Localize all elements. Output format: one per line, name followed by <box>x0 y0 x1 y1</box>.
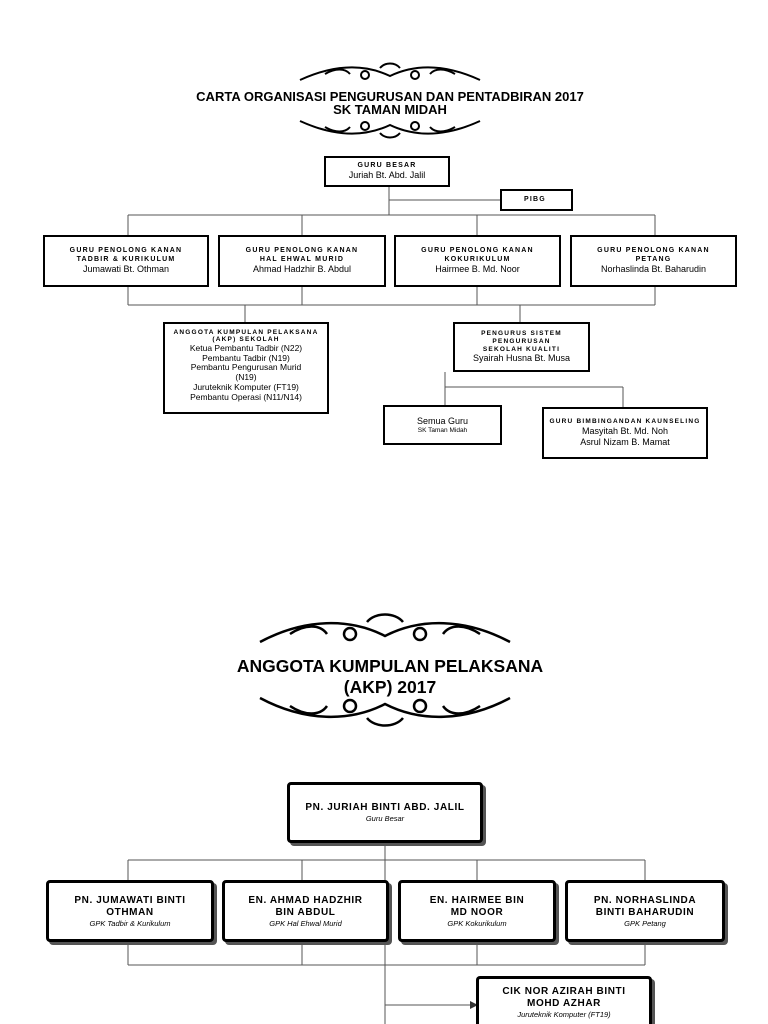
ornament-bottom-2 <box>259 696 511 727</box>
gpk-subtitle: TADBIR & KURIKULUM <box>76 255 176 263</box>
ornament-top-1 <box>299 62 481 81</box>
gpk-title: GURU PENOLONG KANAN <box>421 247 534 255</box>
juruteknik-role: Juruteknik Komputer (FT19) <box>517 1010 611 1019</box>
kaunseling-box: GURU BIMBINGANDAN KAUNSELING Masyitah Bt… <box>542 407 708 459</box>
chart1-subtitle: SK TAMAN MIDAH <box>333 102 447 117</box>
gpk2-role: GPK Kokurikulum <box>447 918 507 928</box>
kaunseling-title: GURU BIMBINGANDAN KAUNSELING <box>549 418 701 426</box>
gpk-subtitle: KOKURIKULUM <box>444 255 511 263</box>
gpk2-box-hem: EN. AHMAD HADZHIR BIN ABDUL GPK Hal Ehwa… <box>222 880 389 942</box>
gb-role: Guru Besar <box>365 814 405 823</box>
gpk2-box-tadbir: PN. JUMAWATI BINTI OTHMAN GPK Tadbir & K… <box>46 880 214 942</box>
ornament-bottom-1 <box>299 120 481 139</box>
guru-besar-name: Juriah Bt. Abd. Jalil <box>348 170 426 181</box>
semua-guru-label: Semua Guru <box>416 415 469 426</box>
semua-guru-sub: SK Taman Midah <box>417 426 468 434</box>
akp-box: ANGGOTA KUMPULAN PELAKSANA (AKP) SEKOLAH… <box>163 322 329 414</box>
chart1-title: CARTA ORGANISASI PENGURUSAN DAN PENTADBI… <box>196 89 584 104</box>
chart2-subtitle: (AKP) 2017 <box>343 677 437 697</box>
gpk-box-tadbir: GURU PENOLONG KANAN TADBIR & KURIKULUM J… <box>43 235 209 287</box>
gpk-subtitle: HAL EHWAL MURID <box>259 255 345 263</box>
gpk2-role: GPK Tadbir & Kurikulum <box>89 918 171 928</box>
chart2-title: ANGGOTA KUMPULAN PELAKSANA <box>236 656 544 676</box>
gpk-box-kokurikulum: GURU PENOLONG KANAN KOKURIKULUM Hairmee … <box>394 235 561 287</box>
akp-subtitle: (AKP) SEKOLAH <box>212 336 280 344</box>
ornament-top-2 <box>259 613 511 644</box>
juruteknik-name: CIK NOR AZIRAH BINTI <box>502 986 626 997</box>
akp-member: Ketua Pembantu Tadbir (N22) <box>189 342 303 353</box>
gpk2-name: BINTI BAHARUDIN <box>595 906 695 918</box>
gpk2-name: BIN ABDUL <box>275 906 336 918</box>
gpk2-name: EN. AHMAD HADZHIR <box>248 894 363 906</box>
akp-member: Pembantu Tadbir (N19) <box>202 352 290 363</box>
gpk2-name: PN. JUMAWATI BINTI <box>74 894 186 906</box>
akp-member: Juruteknik Komputer (FT19) <box>193 382 299 392</box>
guru-besar-box: GURU BESAR Juriah Bt. Abd. Jalil <box>324 156 450 187</box>
gpk-box-petang: GURU PENOLONG KANAN PETANG Norhaslinda B… <box>570 235 737 287</box>
juruteknik-name: MOHD AZHAR <box>527 998 601 1009</box>
kaunseling-name: Masyitah Bt. Md. Noh <box>581 426 669 437</box>
gpk-title: GURU PENOLONG KANAN <box>597 247 710 255</box>
gpk2-box-petang: PN. NORHASLINDA BINTI BAHARUDIN GPK Peta… <box>565 880 725 942</box>
sspk-box: PENGURUS SISTEM PENGURUSAN SEKOLAH KUALI… <box>453 322 590 372</box>
gpk-name: Hairmee B. Md. Noor <box>435 263 520 274</box>
pibg-label: PIBG <box>524 195 546 203</box>
sspk-title: PENGURUS SISTEM PENGURUSAN <box>481 329 562 345</box>
gpk-box-hem: GURU PENOLONG KANAN HAL EHWAL MURID Ahma… <box>218 235 386 287</box>
gpk-title: GURU PENOLONG KANAN <box>245 247 359 255</box>
pibg-box: PIBG <box>500 189 573 211</box>
gpk-name: Ahmad Hadzhir B. Abdul <box>252 263 352 274</box>
gpk2-role: GPK Petang <box>624 918 666 928</box>
sspk-name: Syairah Husna Bt. Musa <box>472 353 571 364</box>
gpk2-name: EN. HAIRMEE BIN <box>429 894 525 906</box>
semua-guru-box: Semua Guru SK Taman Midah <box>383 405 502 445</box>
juruteknik-box: CIK NOR AZIRAH BINTI MOHD AZHAR Jurutekn… <box>476 976 652 1024</box>
guru-besar-title: GURU BESAR <box>357 161 417 169</box>
sspk-subtitle: SEKOLAH KUALITI <box>482 345 561 353</box>
gpk-name: Norhaslinda Bt. Baharudin <box>600 263 707 274</box>
gpk-name: Jumawati Bt. Othman <box>82 263 170 274</box>
akp-member: (N19) <box>235 372 257 383</box>
gpk-title: GURU PENOLONG KANAN <box>69 247 183 255</box>
akp-title: ANGGOTA KUMPULAN PELAKSANA <box>173 329 319 336</box>
gpk2-box-kokurikulum: EN. HAIRMEE BIN MD NOOR GPK Kokurikulum <box>398 880 556 942</box>
akp-member: Pembantu Pengurusan Murid <box>190 362 302 373</box>
gpk2-name: PN. NORHASLINDA <box>593 894 697 906</box>
gpk2-role: GPK Hal Ehwal Murid <box>269 918 342 928</box>
akp-member: Pembantu Operasi (N11/N14) <box>190 391 302 402</box>
gpk2-name: OTHMAN <box>106 906 154 918</box>
gpk2-name: MD NOOR <box>450 906 504 918</box>
gb-box-2: PN. JURIAH BINTI ABD. JALIL Guru Besar <box>287 782 483 843</box>
gb-name: PN. JURIAH BINTI ABD. JALIL <box>305 802 465 813</box>
kaunseling-name: Asrul Nizam B. Mamat <box>580 436 670 447</box>
gpk-subtitle: PETANG <box>635 255 672 263</box>
